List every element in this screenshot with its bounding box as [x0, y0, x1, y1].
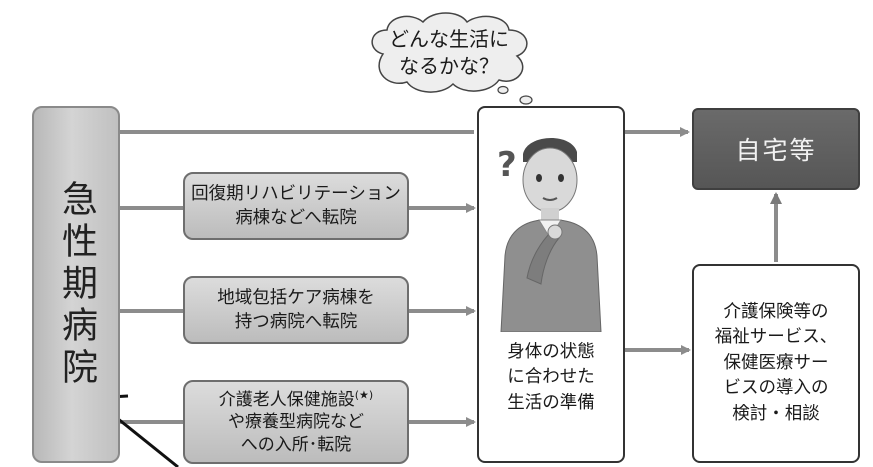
- acute-hospital-box: 急性期病院: [32, 106, 120, 463]
- home-label: 自宅等: [735, 136, 817, 165]
- route-community-care-text: 地域包括ケア病棟を 持つ病院へ転院: [217, 287, 375, 333]
- thought-bubble: [371, 12, 528, 95]
- route-nursing-facility-text: や療養型病院など への入所･転院: [227, 412, 364, 455]
- star-mark: (★): [354, 388, 374, 402]
- route-nursing-facility-line1: 介護老人保健施設(★): [218, 388, 374, 410]
- route-rehab-text: 回復期リハビリテーション 病棟などへ転院: [191, 183, 401, 229]
- thought-bubble-tail: [519, 95, 533, 105]
- thinking-person-illustration: ?: [497, 137, 602, 332]
- route-community-care-box: 地域包括ケア病棟を 持つ病院へ転院: [183, 276, 409, 344]
- person-text: 身体の状態 に合わせた 生活の準備: [507, 342, 595, 413]
- route-nursing-facility-box: 介護老人保健施設(★) や療養型病院など への入所･転院: [183, 380, 409, 464]
- services-text: 介護保険等の 福祉サービス、 保健医療サー ビスの導入の 検討・相談: [714, 302, 838, 424]
- route-rehab-box: 回復期リハビリテーション 病棟などへ転院: [183, 172, 409, 240]
- services-box: 介護保険等の 福祉サービス、 保健医療サー ビスの導入の 検討・相談: [692, 264, 860, 463]
- home-box: 自宅等: [692, 108, 860, 190]
- svg-text:?: ?: [497, 145, 517, 185]
- thought-text: どんな生活に なるかな？: [389, 27, 509, 78]
- acute-hospital-label: 急性期病院: [56, 179, 97, 390]
